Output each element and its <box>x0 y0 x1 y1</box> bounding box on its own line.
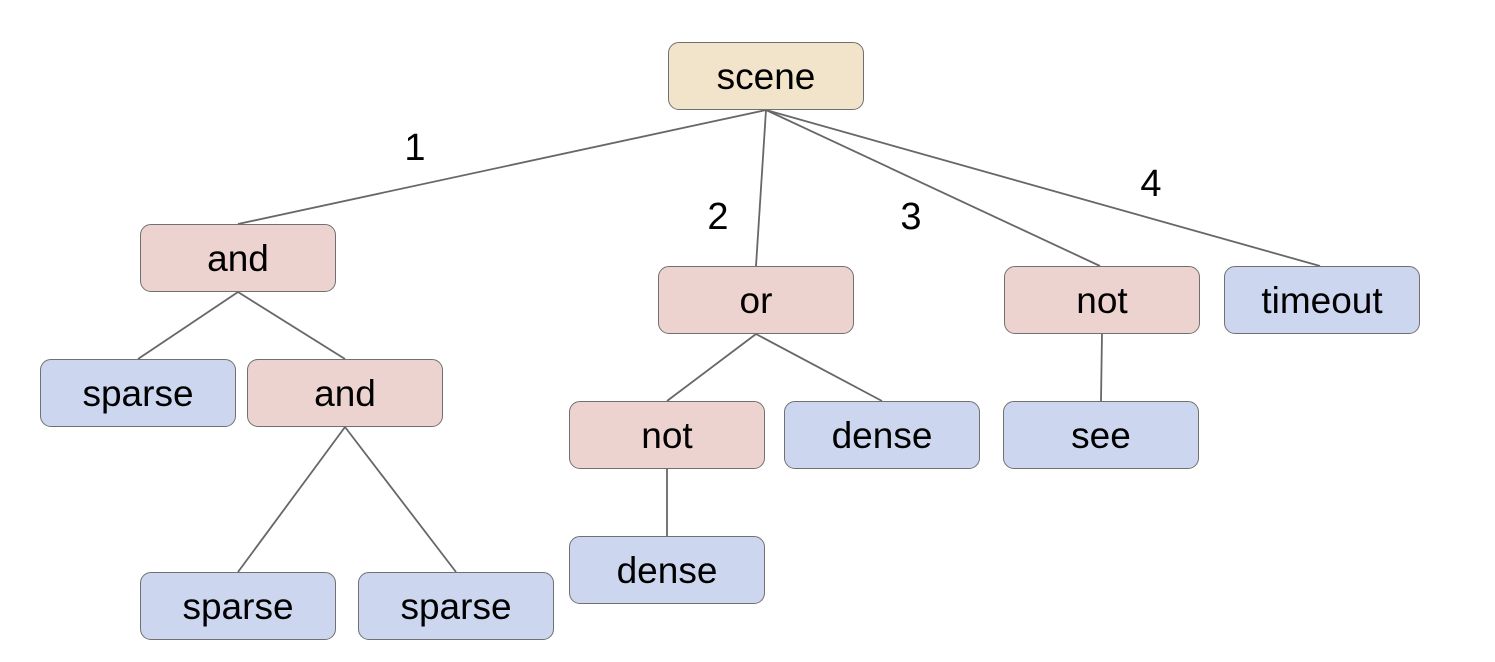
edge-or-dense <box>755 333 883 402</box>
node-or: or <box>658 266 854 334</box>
edge-and-and <box>237 291 346 360</box>
edge-scene-or <box>755 109 767 267</box>
node-and: and <box>140 224 336 292</box>
node-scene: scene <box>668 42 864 110</box>
node-not: not <box>1004 266 1200 334</box>
node-dense: dense <box>784 401 980 469</box>
node-sparse-3: sparse <box>358 572 554 640</box>
edge-label-4: 4 <box>1140 163 1161 205</box>
edge-label-2: 2 <box>707 196 728 238</box>
edge-label-1: 1 <box>404 127 425 169</box>
edge-or-not <box>666 333 757 402</box>
edge-scene-and <box>237 109 767 225</box>
edge-label-3: 3 <box>900 196 921 238</box>
node-sparse: sparse <box>40 359 236 427</box>
node-see: see <box>1003 401 1199 469</box>
edge-and2-sparse2 <box>237 426 346 573</box>
node-and-inner: and <box>247 359 443 427</box>
node-sparse-2: sparse <box>140 572 336 640</box>
node-not-inner: not <box>569 401 765 469</box>
edge-and-sparse <box>137 291 239 360</box>
node-timeout: timeout <box>1224 266 1420 334</box>
edge-scene-timeout <box>765 109 1321 267</box>
node-dense-2: dense <box>569 536 765 604</box>
edge-and2-sparse3 <box>344 426 457 573</box>
edge-not-see <box>1100 332 1103 402</box>
edge-scene-not <box>765 109 1101 267</box>
